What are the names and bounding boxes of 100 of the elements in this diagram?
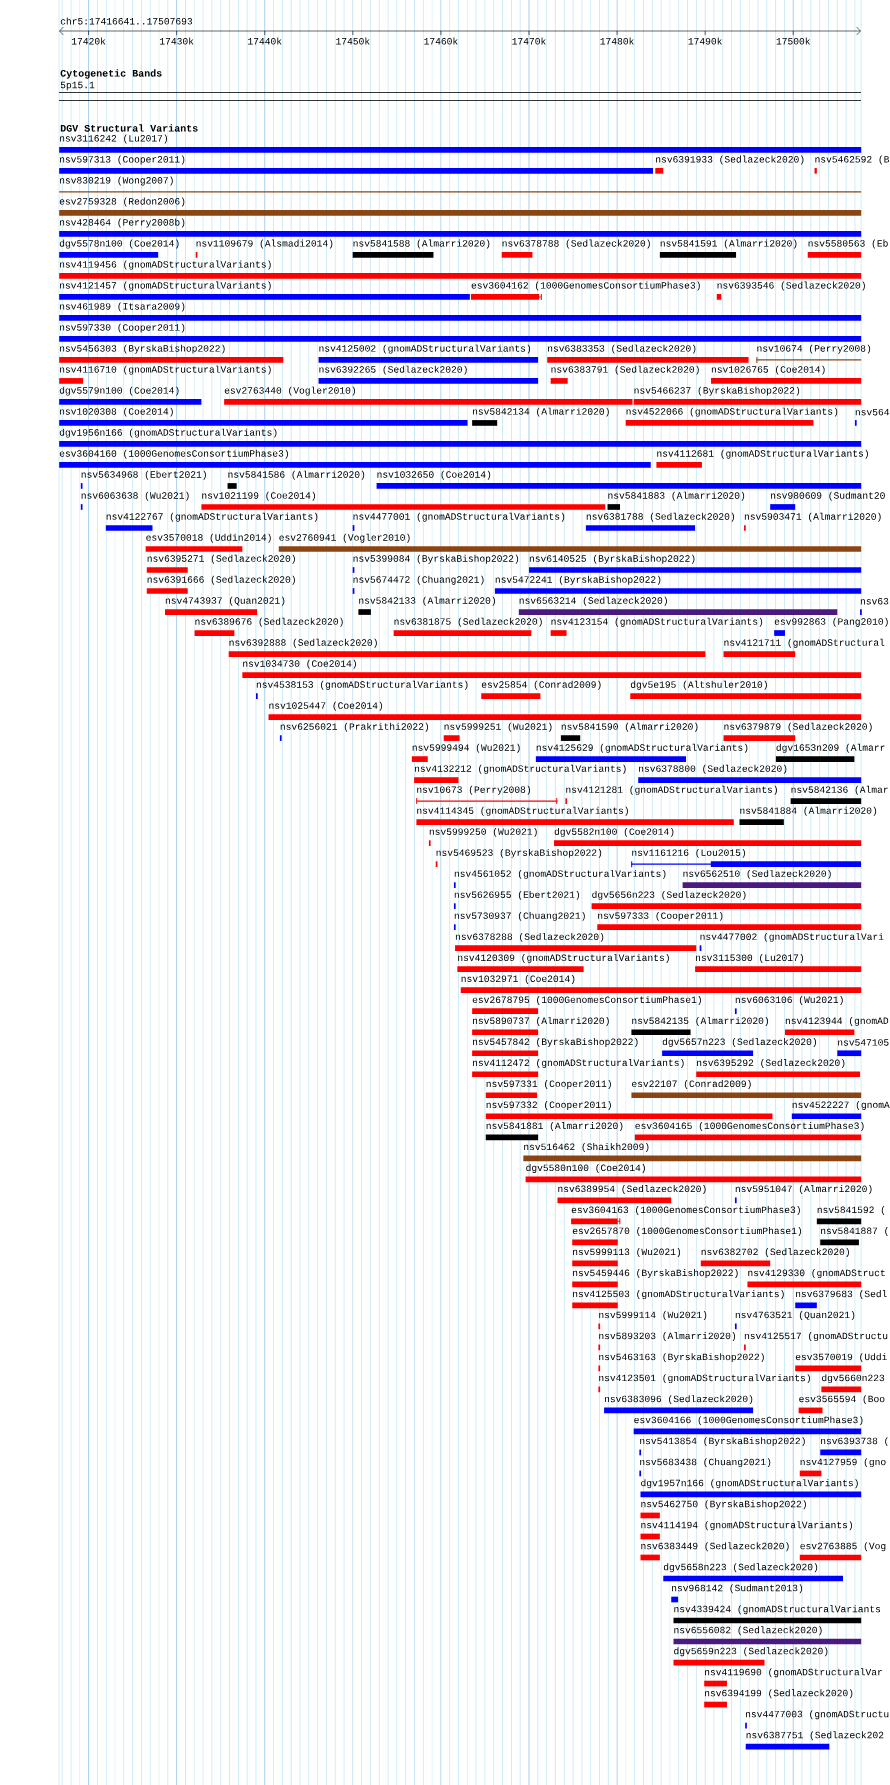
variant-label: nsv461989 (Itsara2009) bbox=[60, 302, 185, 312]
variant-label: nsv6393546 (Sedlazeck2020) bbox=[717, 281, 865, 291]
variant-label: esv2763440 (Vogler2010) bbox=[224, 386, 355, 396]
variant-label: nsv5841588 (Almarri2020) bbox=[353, 239, 490, 249]
variant-label: nsv4123154 (gnomADStructuralVariants) bbox=[551, 617, 763, 627]
variant-label: nsv5674472 (Chuang2021) bbox=[353, 575, 484, 585]
variant-label: nsv4561052 (gnomADStructuralVariants) bbox=[454, 869, 666, 879]
variant-label: dgv5659n223 (Sedlazeck2020) bbox=[674, 1647, 828, 1657]
variant-label: nsv4122767 (gnomADStructuralVariants) bbox=[106, 512, 318, 522]
variant-label: nsv4477003 (gnomADStructu bbox=[746, 1710, 889, 1720]
variant-label: dgv5580n100 (Coe2014) bbox=[526, 1164, 645, 1173]
variant-label: nsv5841592 ( bbox=[817, 1206, 885, 1215]
variant-label: nsv5841591 (Almarri2020) bbox=[660, 239, 797, 249]
variant-label: nsv6382702 (Sedlazeck2020) bbox=[701, 1248, 849, 1257]
variant-label: esv3604166 (1000GenomesConsortiumPhase3) bbox=[634, 1416, 863, 1426]
variant-label: nsv6395271 (Sedlazeck2020) bbox=[147, 554, 295, 564]
variant-label: dgv5656n223 (Sedlazeck2020) bbox=[592, 890, 746, 900]
variant-label: nsv597332 (Cooper2011) bbox=[486, 1101, 611, 1110]
variant-label: nsv6256021 (Prakrithi2022) bbox=[280, 722, 429, 732]
position-label: chr5:17416641..17507693 bbox=[60, 17, 193, 25]
variant-label: nsv6563214 (Sedlazeck2020) bbox=[519, 596, 667, 606]
variant-label: nsv830219 (Wong2007) bbox=[60, 176, 173, 186]
variant-label: nsv4114194 (gnomADStructuralVariants) bbox=[641, 1521, 852, 1531]
variant-label: dgv5e195 (Altshuler2010) bbox=[630, 680, 767, 690]
variant-label: esv3565594 (Boo bbox=[799, 1395, 885, 1405]
variant-label: nsv5456303 (ByrskaBishop2022) bbox=[60, 344, 225, 354]
variant-label: esv3604165 (1000GenomesConsortiumPhase3) bbox=[635, 1122, 864, 1131]
variant-label: nsv5462750 (ByrskaBishop2022) bbox=[641, 1500, 806, 1510]
variant-label: nsv5841884 (Almarri2020) bbox=[740, 806, 877, 816]
variant-label: nsv6391933 (Sedlazeck2020) bbox=[656, 155, 804, 165]
variant-label: nsv6394199 (Sedlazeck2020) bbox=[705, 1689, 853, 1699]
variant-label: nsv5683438 (Chuang2021) bbox=[640, 1458, 771, 1468]
variant-label: nsv5999251 (Wu2021) bbox=[444, 722, 552, 732]
variant-label: nsv4522227 (gnomA bbox=[792, 1101, 890, 1110]
variant-label: nsv968142 (Sudmant2013) bbox=[672, 1584, 803, 1594]
variant-label: nsv5399084 (ByrskaBishop2022) bbox=[353, 554, 519, 564]
tick-label: 17460k bbox=[424, 37, 458, 45]
variant-label: nsv6379879 (Sedlazeck2020) bbox=[724, 722, 872, 732]
variant-label: nsv6392265 (Sedlazeck2020) bbox=[319, 365, 467, 375]
variant-label: nsv5469523 (ByrskaBishop2022) bbox=[436, 848, 602, 858]
variant-label: nsv4522066 (gnomADStructuralVariants) bbox=[626, 407, 838, 417]
variant-label: nsv6389954 (Sedlazeck2020) bbox=[558, 1185, 706, 1194]
variant-label: dgv5660n223 bbox=[822, 1374, 885, 1384]
variant-label: nsv4121457 (gnomADStructuralVariants) bbox=[60, 281, 271, 291]
variant-label: nsv5841881 (Almarri2020) bbox=[486, 1122, 623, 1131]
tick-label: 17470k bbox=[512, 37, 546, 45]
variant-label: esv3570019 (Uddi bbox=[795, 1353, 887, 1363]
tick-label: 17430k bbox=[160, 37, 194, 45]
variant-label: nsv4119456 (gnomADStructuralVariants) bbox=[60, 260, 271, 270]
variant-label: nsv4129330 (gnomADStruct bbox=[748, 1269, 885, 1279]
variant-label: dgv1956n166 (gnomADStructuralVariants) bbox=[59, 428, 277, 438]
variant-label: nsv597330 (Cooper2011) bbox=[60, 323, 185, 333]
tick-label: 17440k bbox=[248, 37, 282, 45]
variant-label: nsv6383449 (Sedlazeck2020) bbox=[641, 1542, 789, 1552]
variant-label: nsv4127959 (gno bbox=[800, 1458, 886, 1468]
tick-label: 17500k bbox=[776, 37, 811, 45]
band-label: 5p15.1 bbox=[60, 81, 95, 91]
variant-label: nsv5459446 (ByrskaBishop2022) bbox=[573, 1269, 738, 1279]
variant-label: nsv428464 (Perry2008b) bbox=[60, 218, 185, 228]
variant-label: nsv5999114 (Wu2021) bbox=[599, 1311, 707, 1321]
variant-label: nsv5890737 (Almarri2020) bbox=[472, 1016, 609, 1026]
variant-label: nsv1021199 (Coe2014) bbox=[202, 491, 315, 501]
variant-label: nsv6562510 (Sedlazeck2020) bbox=[683, 869, 831, 879]
variant-label: nsv4119690 (gnomADStructuralVar bbox=[705, 1668, 882, 1678]
variant-label: nsv6389676 (Sedlazeck2020) bbox=[195, 617, 343, 627]
variant-label: nsv6378288 (Sedlazeck2020) bbox=[455, 932, 604, 942]
variant-label: nsv1161216 (Lou2015) bbox=[632, 848, 745, 858]
variant-label: esv3604163 (1000GenomesConsortiumPhase3) bbox=[571, 1206, 800, 1215]
variant-label: nsv5634968 (Ebert2021) bbox=[81, 470, 206, 480]
variant-label: nsv6395292 (Sedlazeck2020) bbox=[697, 1059, 845, 1068]
variant-label: nsv5841887 ( bbox=[821, 1227, 888, 1236]
tick-label: 17480k bbox=[600, 37, 634, 45]
variant-label: nsv6140525 (ByrskaBishop2022) bbox=[529, 554, 695, 564]
variant-label: nsv6063638 (Wu2021) bbox=[81, 491, 189, 501]
variant-label: nsv4538153 (gnomADStructuralVariants) bbox=[256, 680, 468, 690]
variant-label: nsv597333 (Cooper2011) bbox=[598, 911, 723, 921]
variant-label: nsv5580563 (Eb bbox=[808, 239, 888, 249]
variant-label: nsv547105 bbox=[838, 1039, 889, 1046]
variant-label: nsv5842135 (Almarri2020) bbox=[632, 1016, 769, 1026]
variant-label: nsv3116242 (Lu2017) bbox=[60, 134, 167, 144]
variant-label: nsv4112472 (gnomADStructuralVariants) bbox=[472, 1059, 684, 1068]
variant-label: nsv5999250 (Wu2021) bbox=[429, 827, 537, 837]
variant-label: nsv597331 (Cooper2011) bbox=[486, 1080, 611, 1089]
variant-label: nsv5841883 (Almarri2020) bbox=[608, 491, 745, 501]
variant-label: nsv6393738 ( bbox=[821, 1437, 888, 1447]
variant-label: dgv5582n100 (Coe2014) bbox=[554, 827, 674, 837]
variant-label: nsv5413854 (ByrskaBishop2022) bbox=[640, 1437, 805, 1447]
variant-label: nsv1020308 (Coe2014) bbox=[60, 407, 173, 417]
variant-label: nsv4125517 (gnomADStructu bbox=[744, 1332, 888, 1342]
variant-label: nsv5626955 (Ebert2021) bbox=[454, 890, 580, 900]
variant-label: nsv6383353 (Sedlazeck2020) bbox=[548, 344, 696, 354]
variant-label: nsv4121281 (gnomADStructuralVariants) bbox=[566, 785, 777, 795]
variant-label: esv25854 (Conrad2009) bbox=[481, 680, 601, 690]
variant-label: nsv4125002 (gnomADStructuralVariants) bbox=[319, 344, 531, 354]
variant-label: nsv1032971 (Coe2014) bbox=[461, 974, 575, 984]
variant-label: nsv6381788 (Sedlazeck2020) bbox=[586, 512, 735, 522]
variant-label: nsv10674 (Perry2008) bbox=[757, 344, 871, 354]
track-title: Cytogenetic Bands bbox=[60, 69, 162, 79]
variant-label: nsv6063106 (Wu2021) bbox=[735, 995, 843, 1005]
variant-label: nsv4132212 (gnomADStructuralVariants) bbox=[414, 764, 626, 774]
